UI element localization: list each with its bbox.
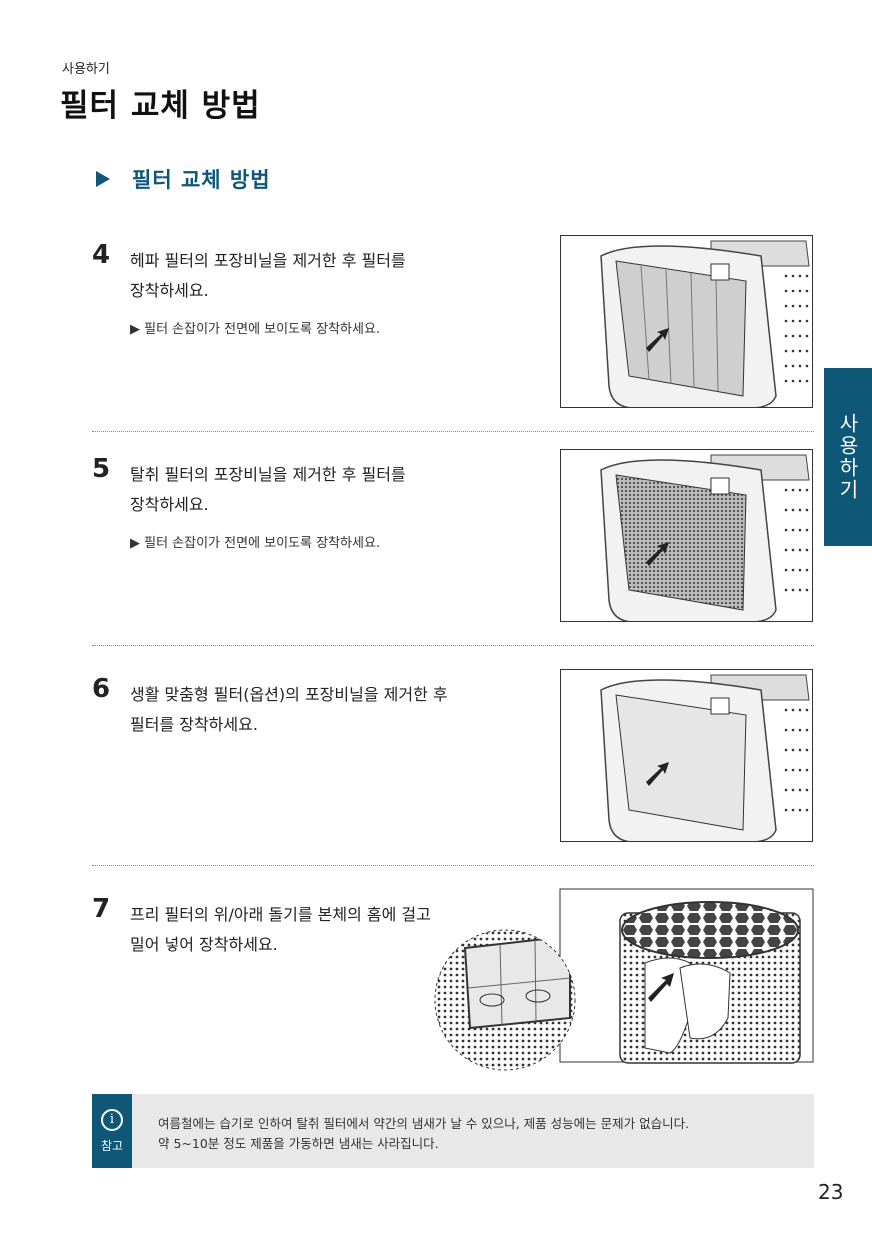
reference-line1: 여름철에는 습기로 인하여 탈취 필터에서 약간의 냄새가 날 수 있으나, 제… xyxy=(158,1116,690,1131)
divider xyxy=(92,645,814,646)
step-text-line1: 프리 필터의 위/아래 돌기를 본체의 홈에 걸고 xyxy=(130,905,431,924)
step-text-line1: 헤파 필터의 포장비닐을 제거한 후 필터를 xyxy=(130,251,406,270)
step-text: 프리 필터의 위/아래 돌기를 본체의 홈에 걸고 밀어 넣어 장착하세요. xyxy=(130,900,530,960)
divider xyxy=(92,865,814,866)
section-heading: 필터 교체 방법 xyxy=(96,164,271,194)
step-text: 생활 맞춤형 필터(옵션)의 포장비닐을 제거한 후 필터를 장착하세요. xyxy=(130,680,530,740)
reference-text: 여름철에는 습기로 인하여 탈취 필터에서 약간의 냄새가 날 수 있으나, 제… xyxy=(158,1114,689,1154)
step-note: ▶ 필터 손잡이가 전면에 보이도록 장착하세요. xyxy=(130,322,381,337)
step-text-line1: 탈취 필터의 포장비닐을 제거한 후 필터를 xyxy=(130,465,406,484)
step-note: ▶ 필터 손잡이가 전면에 보이도록 장착하세요. xyxy=(130,536,381,551)
step-text: 헤파 필터의 포장비닐을 제거한 후 필터를 장착하세요. xyxy=(130,246,530,306)
step-text: 탈취 필터의 포장비닐을 제거한 후 필터를 장착하세요. xyxy=(130,460,530,520)
side-tab-label: 사용하기 xyxy=(835,413,860,501)
step-number: 6 xyxy=(92,674,111,704)
step-number: 5 xyxy=(92,454,111,484)
reference-label-box: i 참고 xyxy=(92,1094,132,1168)
reference-note: i 참고 여름철에는 습기로 인하여 탈취 필터에서 약간의 냄새가 날 수 있… xyxy=(92,1094,814,1168)
reference-line2: 약 5~10분 정도 제품을 가동하면 냄새는 사라집니다. xyxy=(158,1136,439,1151)
deodorizing-filter-illustration xyxy=(560,449,813,622)
pre-filter-illustration xyxy=(430,888,814,1088)
page-title: 필터 교체 방법 xyxy=(60,88,261,124)
breadcrumb: 사용하기 xyxy=(62,62,110,77)
custom-filter-illustration xyxy=(560,669,813,842)
reference-label: 참고 xyxy=(100,1138,124,1153)
step-number: 7 xyxy=(92,894,111,924)
section-title: 필터 교체 방법 xyxy=(132,168,271,192)
page-number: 23 xyxy=(818,1180,844,1204)
triangle-bullet-icon xyxy=(96,171,110,187)
step-text-line2: 밀어 넣어 장착하세요. xyxy=(130,935,278,954)
info-icon: i xyxy=(101,1108,123,1131)
step-text-line2: 장착하세요. xyxy=(130,495,209,514)
step-text-line1: 생활 맞춤형 필터(옵션)의 포장비닐을 제거한 후 xyxy=(130,685,448,704)
hepa-filter-illustration xyxy=(560,235,813,408)
side-tab[interactable]: 사용하기 xyxy=(824,368,872,546)
divider xyxy=(92,431,814,432)
step-text-line2: 장착하세요. xyxy=(130,281,209,300)
step-text-line2: 필터를 장착하세요. xyxy=(130,715,258,734)
step-number: 4 xyxy=(92,240,111,270)
